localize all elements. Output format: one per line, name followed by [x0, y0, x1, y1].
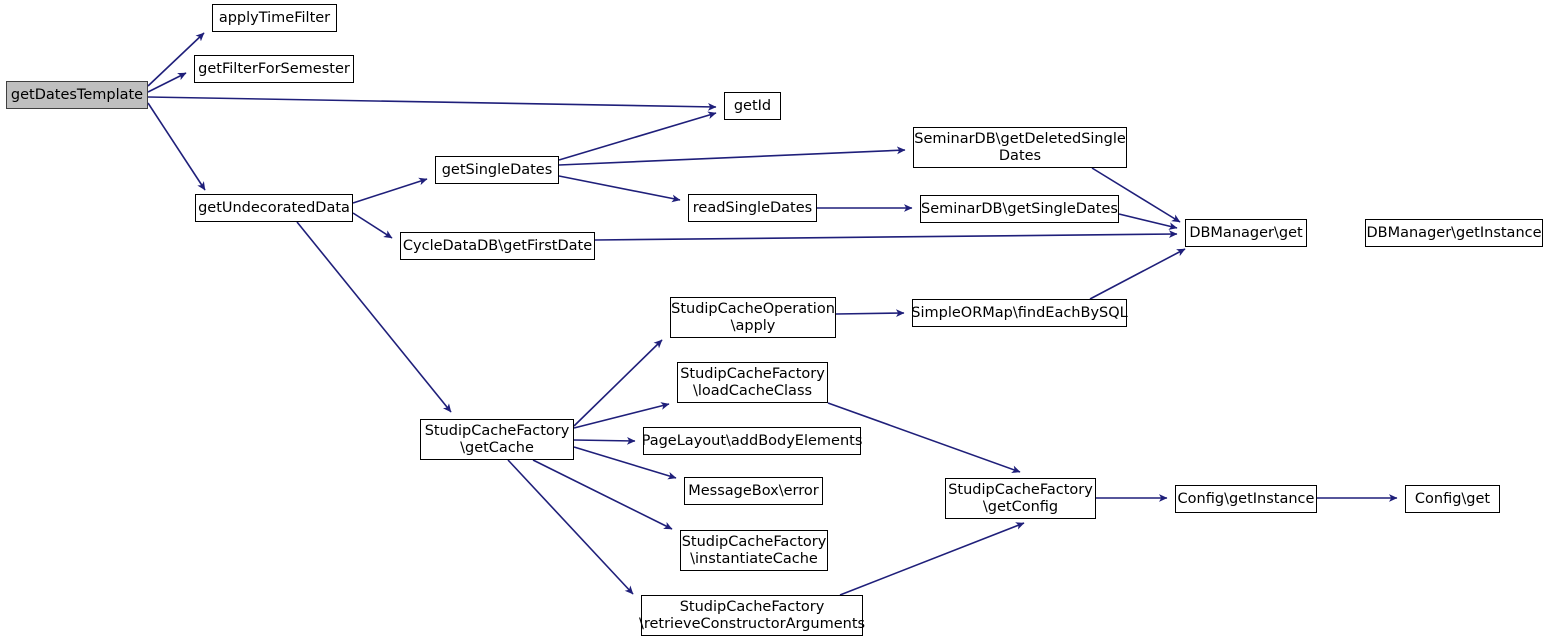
graph-node-label: StudipCacheFactory \loadCacheClass [680, 365, 825, 399]
call-edge [147, 102, 206, 191]
graph-node-DBManager_getInstance[interactable]: DBManager\getInstance [1365, 219, 1543, 247]
graph-node-label: StudipCacheOperation \apply [671, 300, 835, 334]
graph-node-label: Config\getInstance [1177, 490, 1315, 507]
graph-node-label: CycleDataDB\getFirstDate [402, 237, 593, 254]
graph-node-StudipCacheFactory_retrieveConstructorArguments[interactable]: StudipCacheFactory \retrieveConstructorA… [639, 595, 865, 636]
graph-node-getFilterForSemester[interactable]: getFilterForSemester [194, 55, 354, 83]
graph-node-getSingleDates[interactable]: getSingleDates [435, 156, 559, 184]
graph-node-label: Config\get [1414, 490, 1491, 507]
graph-node-SimpleORMap_findEachBySQL[interactable]: SimpleORMap\findEachBySQL [911, 299, 1128, 327]
call-edge [352, 177, 428, 204]
call-edge [573, 339, 663, 427]
call-edge [594, 230, 1178, 241]
graph-node-label: SimpleORMap\findEachBySQL [911, 304, 1128, 321]
graph-node-label: readSingleDates [692, 199, 813, 216]
graph-node-PageLayout_addBodyElements[interactable]: PageLayout\addBodyElements [642, 427, 862, 455]
graph-node-Config_getInstance[interactable]: Config\getInstance [1175, 485, 1317, 513]
call-edge [839, 522, 1025, 596]
graph-node-label: getSingleDates [441, 161, 553, 178]
call-edge [1118, 213, 1178, 230]
graph-node-Config_get[interactable]: Config\get [1405, 485, 1500, 513]
graph-node-StudipCacheFactory_loadCacheClass[interactable]: StudipCacheFactory \loadCacheClass [677, 362, 828, 403]
call-edge [507, 459, 634, 595]
call-edge [558, 146, 906, 166]
graph-node-SeminarDB_getDeletedSingleDates[interactable]: SeminarDB\getDeletedSingle Dates [913, 127, 1127, 168]
graph-node-StudipCacheFactory_instantiateCache[interactable]: StudipCacheFactory \instantiateCache [680, 530, 828, 571]
graph-node-label: getDatesTemplate [10, 86, 144, 103]
call-edge [558, 175, 681, 203]
graph-node-label: StudipCacheFactory \retrieveConstructorA… [638, 598, 866, 632]
graph-node-MessageBox_error[interactable]: MessageBox\error [684, 477, 823, 505]
call-edge [532, 459, 673, 530]
graph-node-label: getFilterForSemester [198, 60, 350, 77]
graph-node-label: getUndecoratedData [198, 199, 350, 216]
graph-node-getId[interactable]: getId [724, 92, 781, 120]
graph-node-getUndecoratedData[interactable]: getUndecoratedData [195, 194, 353, 222]
graph-node-StudipCacheOperation_apply[interactable]: StudipCacheOperation \apply [670, 297, 836, 338]
call-edge [573, 436, 636, 445]
graph-node-label: getId [733, 97, 772, 114]
graph-node-label: PageLayout\addBodyElements [641, 432, 863, 449]
graph-node-label: SeminarDB\getDeletedSingle Dates [914, 130, 1126, 164]
call-edge [352, 212, 393, 239]
graph-node-SeminarDB_getSingleDates[interactable]: SeminarDB\getSingleDates [920, 195, 1119, 223]
call-edge [835, 309, 905, 318]
graph-node-readSingleDates[interactable]: readSingleDates [688, 194, 817, 222]
graph-node-label: DBManager\getInstance [1366, 224, 1542, 241]
graph-node-getDatesTemplate[interactable]: getDatesTemplate [6, 81, 148, 109]
graph-node-label: StudipCacheFactory \instantiateCache [681, 533, 827, 567]
call-edge [573, 402, 670, 429]
graph-node-CycleDataDB_getFirstDate[interactable]: CycleDataDB\getFirstDate [400, 232, 595, 260]
call-edge [147, 72, 187, 93]
graph-node-label: DBManager\get [1189, 224, 1303, 241]
graph-node-StudipCacheFactory_getConfig[interactable]: StudipCacheFactory \getConfig [945, 478, 1096, 519]
graph-node-label: applyTimeFilter [218, 9, 331, 26]
call-edge [1089, 248, 1186, 300]
call-edge [147, 96, 717, 111]
call-edge [558, 111, 717, 161]
graph-node-label: MessageBox\error [688, 482, 819, 499]
graph-node-StudipCacheFactory_getCache[interactable]: StudipCacheFactory \getCache [420, 419, 574, 460]
graph-node-DBManager_get[interactable]: DBManager\get [1185, 219, 1307, 247]
graph-node-applyTimeFilter[interactable]: applyTimeFilter [212, 4, 337, 32]
graph-node-label: StudipCacheFactory \getCache [424, 422, 570, 456]
graph-node-label: StudipCacheFactory \getConfig [948, 481, 1093, 515]
graph-node-label: SeminarDB\getSingleDates [921, 200, 1118, 217]
